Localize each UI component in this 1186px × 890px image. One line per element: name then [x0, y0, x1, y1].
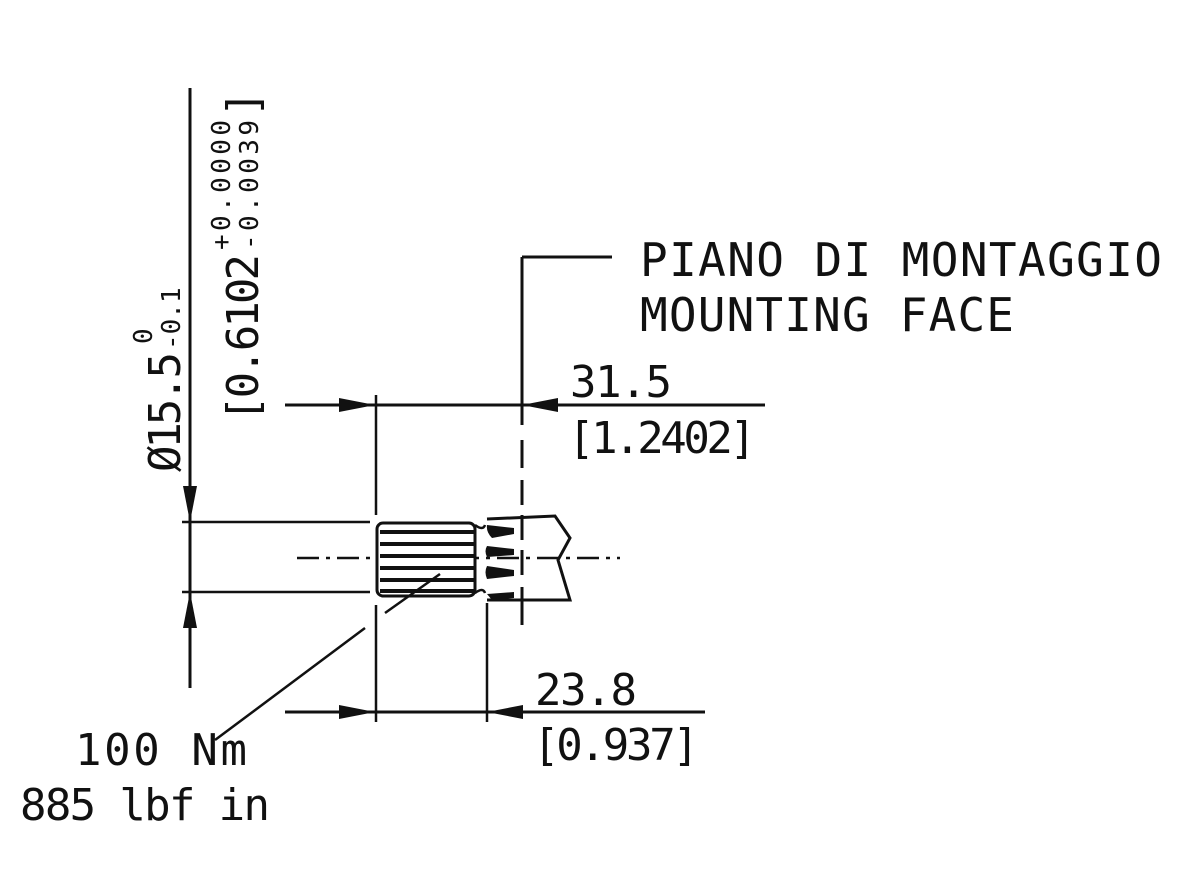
- diameter-mm-upper-tol: 0: [129, 328, 159, 344]
- diameter-dimension: [182, 88, 370, 688]
- diameter-mm-nominal: Ø15.5: [140, 352, 191, 472]
- spline-length-mm: 23.8: [535, 665, 637, 716]
- diameter-inch-nominal: [0.6102: [218, 254, 269, 422]
- total-length-mm: 31.5: [570, 357, 672, 408]
- spline-length-inch: [0.937]: [533, 720, 699, 771]
- diameter-mm-label: Ø15.5 0 -0.1: [129, 287, 191, 472]
- diameter-inch-label: [0.6102 +0.0000 -0.0039 ]: [207, 91, 269, 423]
- mounting-face-line: [520, 255, 612, 625]
- diameter-mm-lower-tol: -0.1: [157, 287, 187, 350]
- splined-shaft: [375, 514, 573, 602]
- diameter-inch-close: ]: [218, 91, 269, 118]
- torque-leader-segment: [384, 572, 441, 615]
- length-dimension-spline: [285, 603, 705, 722]
- diameter-inch-lower-tol: -0.0039: [235, 120, 265, 250]
- diameter-inch-upper-tol: +0.0000: [207, 120, 237, 250]
- total-length-inch: [1.2402]: [568, 413, 756, 464]
- torque-imperial: 885 lbf in: [20, 780, 270, 831]
- length-dimension-total: [285, 395, 765, 722]
- torque-metric: 100 Nm: [75, 725, 247, 776]
- mounting-face-label-it: PIANO DI MONTAGGIO: [640, 233, 1162, 287]
- torque-leader: [214, 626, 366, 742]
- mounting-face-label-en: MOUNTING FACE: [640, 288, 1014, 342]
